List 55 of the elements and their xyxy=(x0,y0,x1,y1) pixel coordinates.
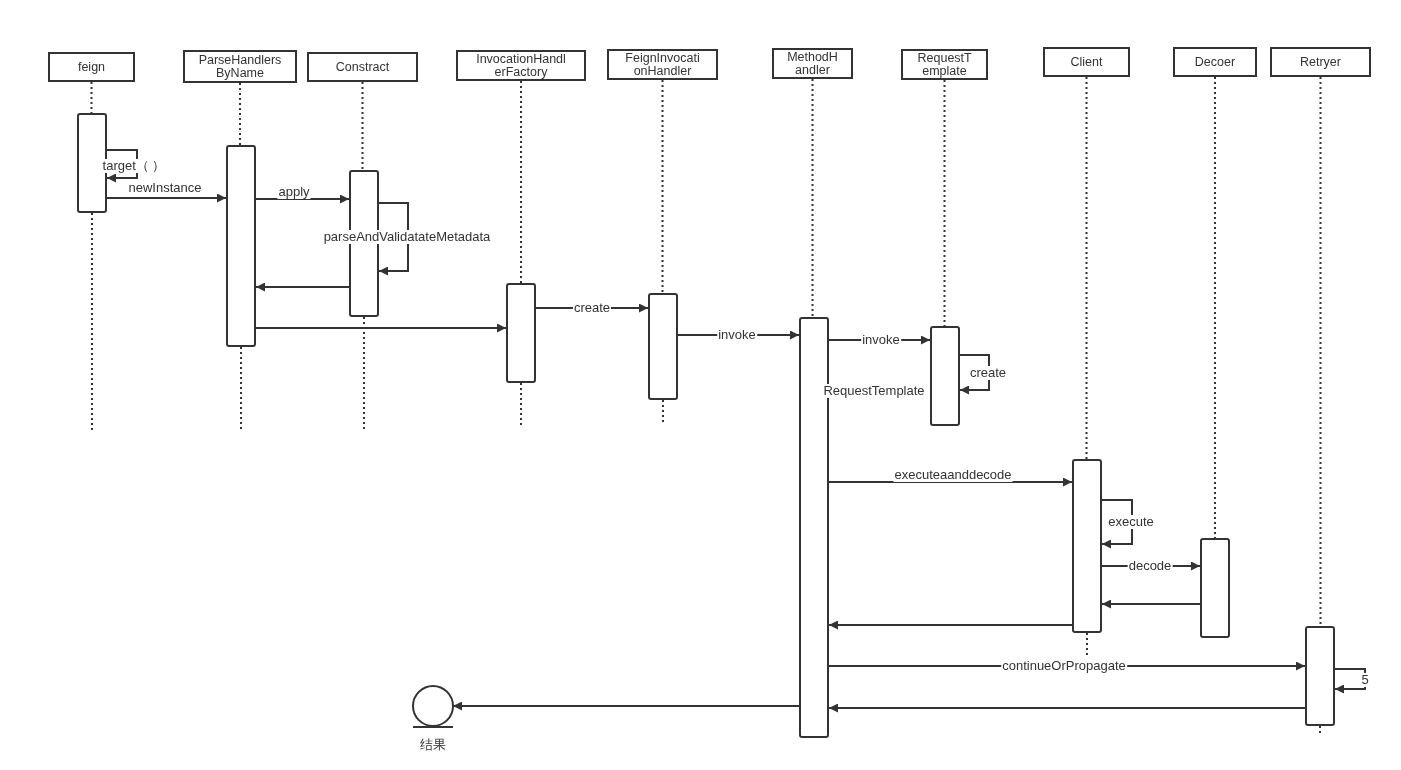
edge-label: continueOrPropagate xyxy=(1001,659,1127,673)
lifeline xyxy=(1319,76,1322,627)
lifeline xyxy=(361,81,364,171)
return-arrow xyxy=(255,282,350,292)
lifeline-box: Constract xyxy=(307,52,418,82)
lifeline-box: InvocationHandl erFactory xyxy=(456,50,586,81)
activation-bar xyxy=(1200,538,1230,638)
edge-label: invoke xyxy=(861,333,901,347)
activation-bar xyxy=(506,283,536,383)
lifeline-box: Client xyxy=(1043,47,1130,77)
lifeline xyxy=(1214,76,1216,539)
lifeline-box: Decoer xyxy=(1173,47,1257,77)
self-call-arrow xyxy=(378,202,409,276)
result-label: 结果 xyxy=(420,736,446,754)
message-arrow xyxy=(828,477,1073,487)
lifeline xyxy=(239,82,241,146)
lifeline-box: RequestT emplate xyxy=(901,49,988,80)
lifeline xyxy=(811,78,814,318)
return-arrow xyxy=(255,323,507,333)
edge-label: create xyxy=(572,301,612,315)
return-arrow xyxy=(828,703,1306,713)
return-arrow xyxy=(452,701,800,711)
edge-label: newInstance xyxy=(127,181,203,195)
edge-label: 5 xyxy=(1360,673,1370,687)
message-arrow xyxy=(255,194,350,204)
lifeline-box: FeignInvocati onHandler xyxy=(607,49,718,80)
lifeline xyxy=(1085,76,1088,460)
message-label: RequestTemplate xyxy=(822,384,926,398)
activation-bar xyxy=(1305,626,1335,726)
activation-bar xyxy=(226,145,256,347)
self-call-arrow xyxy=(1101,499,1133,549)
lifeline-box: MethodH andler xyxy=(772,48,853,79)
lifeline xyxy=(943,79,946,327)
edge-label: parseAndValidatateMetadata xyxy=(322,230,492,244)
return-arrow xyxy=(828,620,1073,630)
activation-bar xyxy=(930,326,960,426)
edge-label: create xyxy=(968,366,1008,380)
edge-label: executeaanddecode xyxy=(893,468,1013,482)
edge-label: invoke xyxy=(717,328,757,342)
self-call-arrow xyxy=(106,149,138,183)
lifeline xyxy=(90,81,93,114)
activation-bar xyxy=(648,293,678,400)
lifeline-box: Retryer xyxy=(1270,47,1371,77)
lifeline-box: ParseHandlers ByName xyxy=(183,50,297,83)
edge-label: decode xyxy=(1127,559,1173,573)
message-arrow xyxy=(106,193,227,203)
lifeline-box: feign xyxy=(48,52,135,82)
return-arrow xyxy=(1101,599,1201,609)
self-call-arrow xyxy=(959,354,990,395)
activation-bar xyxy=(1072,459,1102,633)
edge-label: execute xyxy=(1107,515,1155,529)
lifeline xyxy=(520,80,522,284)
lifeline xyxy=(661,79,664,294)
self-call-arrow xyxy=(1334,668,1366,694)
edge-label: apply xyxy=(277,185,311,199)
